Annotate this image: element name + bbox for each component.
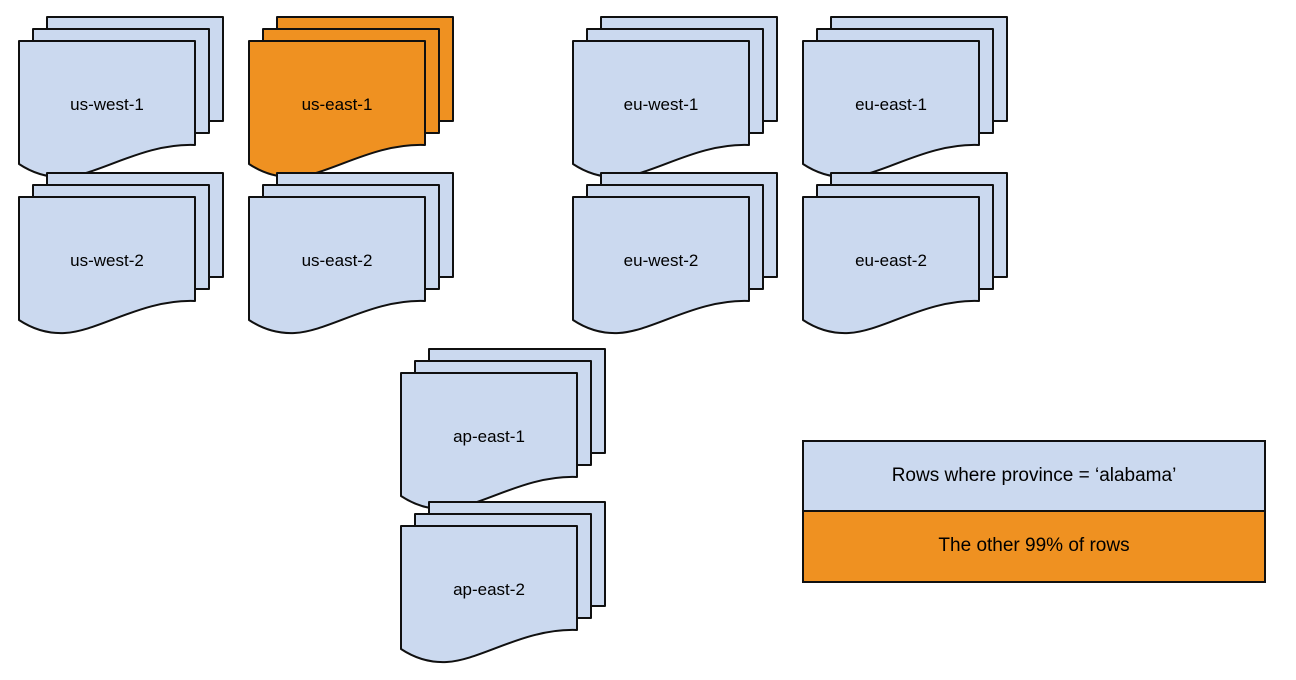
region-stack-ap-east-1[interactable]: ap-east-1 xyxy=(400,348,613,511)
document-stack-shape xyxy=(400,501,606,664)
legend-label-orange: The other 99% of rows xyxy=(938,535,1130,557)
region-stack-label: us-east-2 xyxy=(301,251,373,270)
document-stack-shape xyxy=(18,16,224,179)
document-stack-shape xyxy=(572,172,778,335)
region-stack-label: ap-east-1 xyxy=(453,427,525,446)
document-sheet-front xyxy=(400,525,578,664)
document-sheet-front xyxy=(248,196,426,335)
region-stack-us-west-2[interactable]: us-west-2 xyxy=(18,172,231,335)
region-stack-label: eu-east-1 xyxy=(855,95,927,114)
region-stack-label: eu-west-2 xyxy=(623,251,699,270)
document-sheet-front xyxy=(18,196,196,335)
region-stack-label: eu-west-1 xyxy=(623,95,699,114)
region-stack-label: us-west-1 xyxy=(70,95,144,114)
region-stack-eu-east-2[interactable]: eu-east-2 xyxy=(802,172,1015,335)
document-stack-shape xyxy=(572,16,778,179)
document-sheet-front xyxy=(572,196,750,335)
region-stack-eu-east-1[interactable]: eu-east-1 xyxy=(802,16,1015,179)
legend-row-blue: Rows where province = ‘alabama’ xyxy=(804,442,1264,512)
region-stack-eu-west-2[interactable]: eu-west-2 xyxy=(572,172,785,335)
document-stack-shape xyxy=(400,348,606,511)
document-sheet-front xyxy=(802,196,980,335)
legend-row-orange: The other 99% of rows xyxy=(804,511,1264,581)
document-stack-shape xyxy=(802,172,1008,335)
region-stack-us-west-1[interactable]: us-west-1 xyxy=(18,16,231,179)
document-stack-shape xyxy=(802,16,1008,179)
document-stack-shape xyxy=(18,172,224,335)
region-stack-eu-west-1[interactable]: eu-west-1 xyxy=(572,16,785,179)
region-stack-label: eu-east-2 xyxy=(855,251,927,270)
document-stack-shape xyxy=(248,172,454,335)
legend-label-blue: Rows where province = ‘alabama’ xyxy=(891,464,1177,486)
region-stack-label: ap-east-2 xyxy=(453,580,525,599)
region-stack-us-east-2[interactable]: us-east-2 xyxy=(248,172,461,335)
legend: Rows where province = ‘alabama’ The othe… xyxy=(802,440,1266,583)
document-stack-shape xyxy=(248,16,454,179)
region-stack-us-east-1[interactable]: us-east-1 xyxy=(248,16,461,179)
region-stack-label: us-west-2 xyxy=(70,251,144,270)
region-stack-label: us-east-1 xyxy=(301,95,373,114)
region-stack-ap-east-2[interactable]: ap-east-2 xyxy=(400,501,613,664)
